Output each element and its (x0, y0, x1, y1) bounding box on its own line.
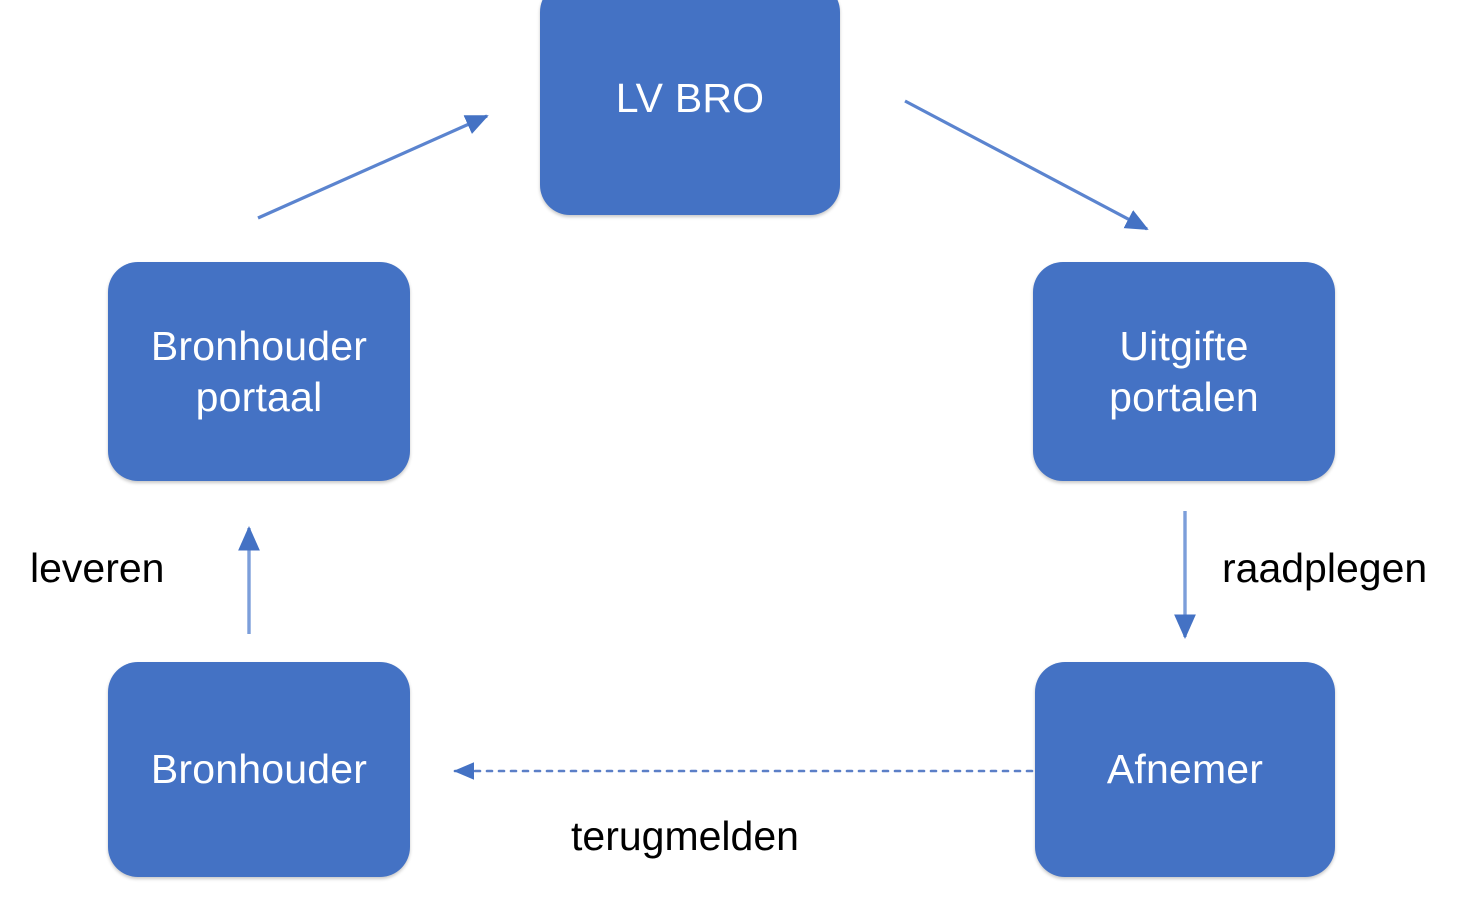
edge-label-raadplegen: raadplegen (1222, 545, 1428, 591)
node-lv-bro-label: LV BRO (615, 75, 765, 122)
node-uitgifte-portalen[interactable]: Uitgifte portalen (1033, 262, 1335, 481)
node-bronhouder[interactable]: Bronhouder (108, 662, 410, 877)
node-bronhouder-label: Bronhouder (150, 746, 368, 793)
edge-label-terugmelden: terugmelden (571, 813, 799, 859)
edge-bronhouder-portaal-to-lv-bro (257, 114, 489, 220)
node-bronhouder-portaal[interactable]: Bronhouder portaal (108, 262, 410, 481)
node-afnemer-label: Afnemer (1106, 746, 1264, 793)
node-afnemer[interactable]: Afnemer (1035, 662, 1335, 877)
node-bronhouder-portaal-label: Bronhouder portaal (150, 323, 368, 420)
node-lv-bro[interactable]: LV BRO (540, 0, 840, 215)
edge-label-leveren: leveren (30, 545, 165, 591)
edge-lv-bro-to-uitgifte-portalen (904, 99, 1149, 231)
node-uitgifte-portalen-label: Uitgifte portalen (1109, 323, 1259, 420)
